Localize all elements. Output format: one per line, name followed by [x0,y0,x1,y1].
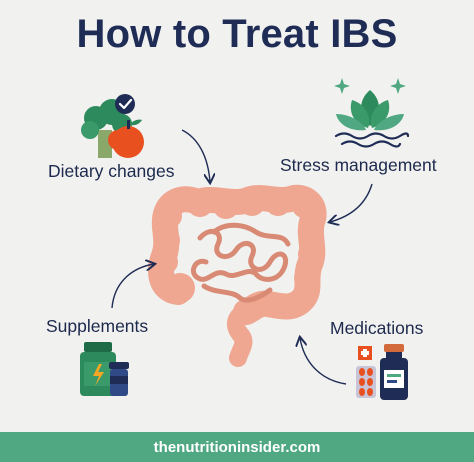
lotus-icon [334,78,410,148]
arrow-stress [330,183,373,222]
supplement-bottles-icon [80,342,129,396]
label-dietary-changes: Dietary changes [48,161,175,181]
arrow-medications [300,338,347,385]
footer-url[interactable]: thenutritioninsider.com [153,438,321,456]
label-supplements: Supplements [46,316,149,336]
arrow-dietary [181,129,210,182]
medication-bottle-pills-icon [356,344,408,400]
arrow-supplements [111,264,154,309]
label-stress-management: Stress management [280,155,437,175]
label-medications: Medications [330,318,424,338]
page-title: How to Treat IBS [76,12,398,56]
intestines-icon [148,184,327,367]
broccoli-apple-check-icon [81,94,144,158]
footer-banner: thenutritioninsider.com [0,432,474,462]
